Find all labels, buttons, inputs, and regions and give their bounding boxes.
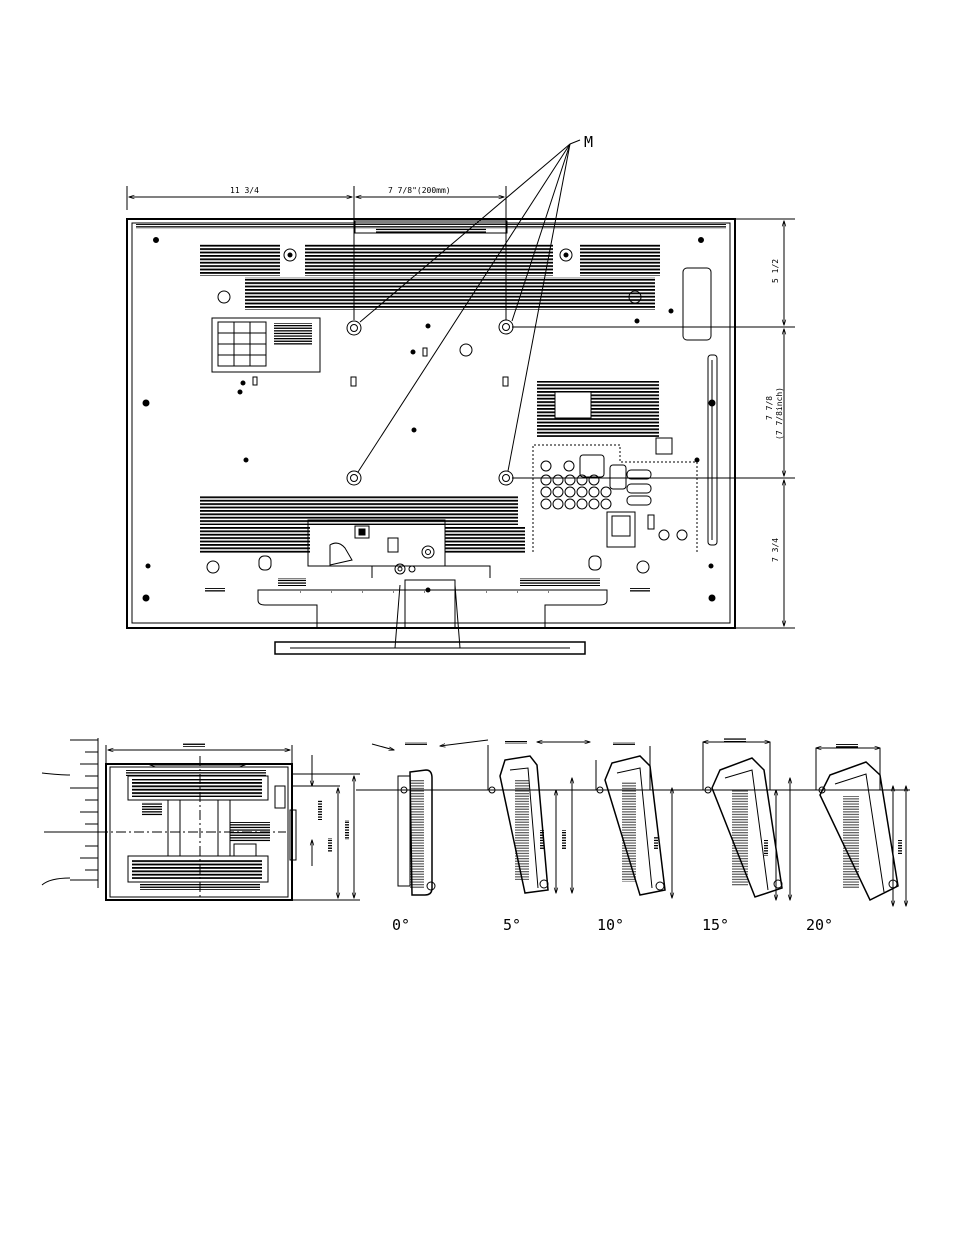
callout-M-label: M	[584, 133, 593, 151]
tilt-profile-10	[596, 742, 672, 898]
lower-vent-mid-left	[200, 526, 310, 554]
label-grid	[218, 322, 266, 366]
tilt-profile-20	[816, 744, 906, 906]
dim-hole-spacing-v: 7 7/8	[765, 396, 774, 420]
dim-left-width: 11 3/4	[230, 186, 259, 195]
wall-mount-rear-view	[42, 738, 360, 900]
dim-bottom-offset: 7 3/4	[771, 538, 780, 562]
mount-hole-top-right	[499, 320, 513, 334]
mount-hole-bottom-right	[499, 471, 513, 485]
lower-vent-mid-right	[445, 526, 525, 554]
fixing-diamond-left	[284, 249, 296, 261]
tilt-profile-5	[488, 740, 590, 893]
dim-hole-spacing-h: 7 7/8"(200mm)	[388, 186, 451, 195]
ruler-scale	[42, 738, 98, 888]
av-terminals	[541, 455, 654, 547]
mount-hole-top-left	[347, 321, 361, 335]
tilt-profile-0	[372, 740, 488, 895]
dim-top-offset: 5 1/2	[771, 259, 780, 283]
stand-neck-plate	[308, 520, 445, 566]
fixing-diamond-right	[560, 249, 572, 261]
side-control-panel	[683, 268, 711, 340]
tilt-label-15: 15°	[702, 916, 729, 934]
mount-hole-bottom-left	[347, 471, 361, 485]
upper-vent-left	[200, 244, 280, 276]
tilt-profile-15	[703, 738, 790, 900]
tilt-label-5: 5°	[503, 916, 521, 934]
dim-hole-spacing-v-alt: (7 7/8inch)	[775, 387, 784, 440]
tv-rear-view	[127, 219, 735, 654]
stand-bracket	[258, 580, 607, 628]
tilt-label-20: 20°	[806, 916, 833, 934]
upper-vent-wide	[245, 277, 655, 310]
tilt-label-0: 0°	[392, 916, 410, 934]
tilt-label-10: 10°	[597, 916, 624, 934]
upper-vent-right	[580, 244, 660, 276]
upper-vent-center	[305, 244, 553, 276]
